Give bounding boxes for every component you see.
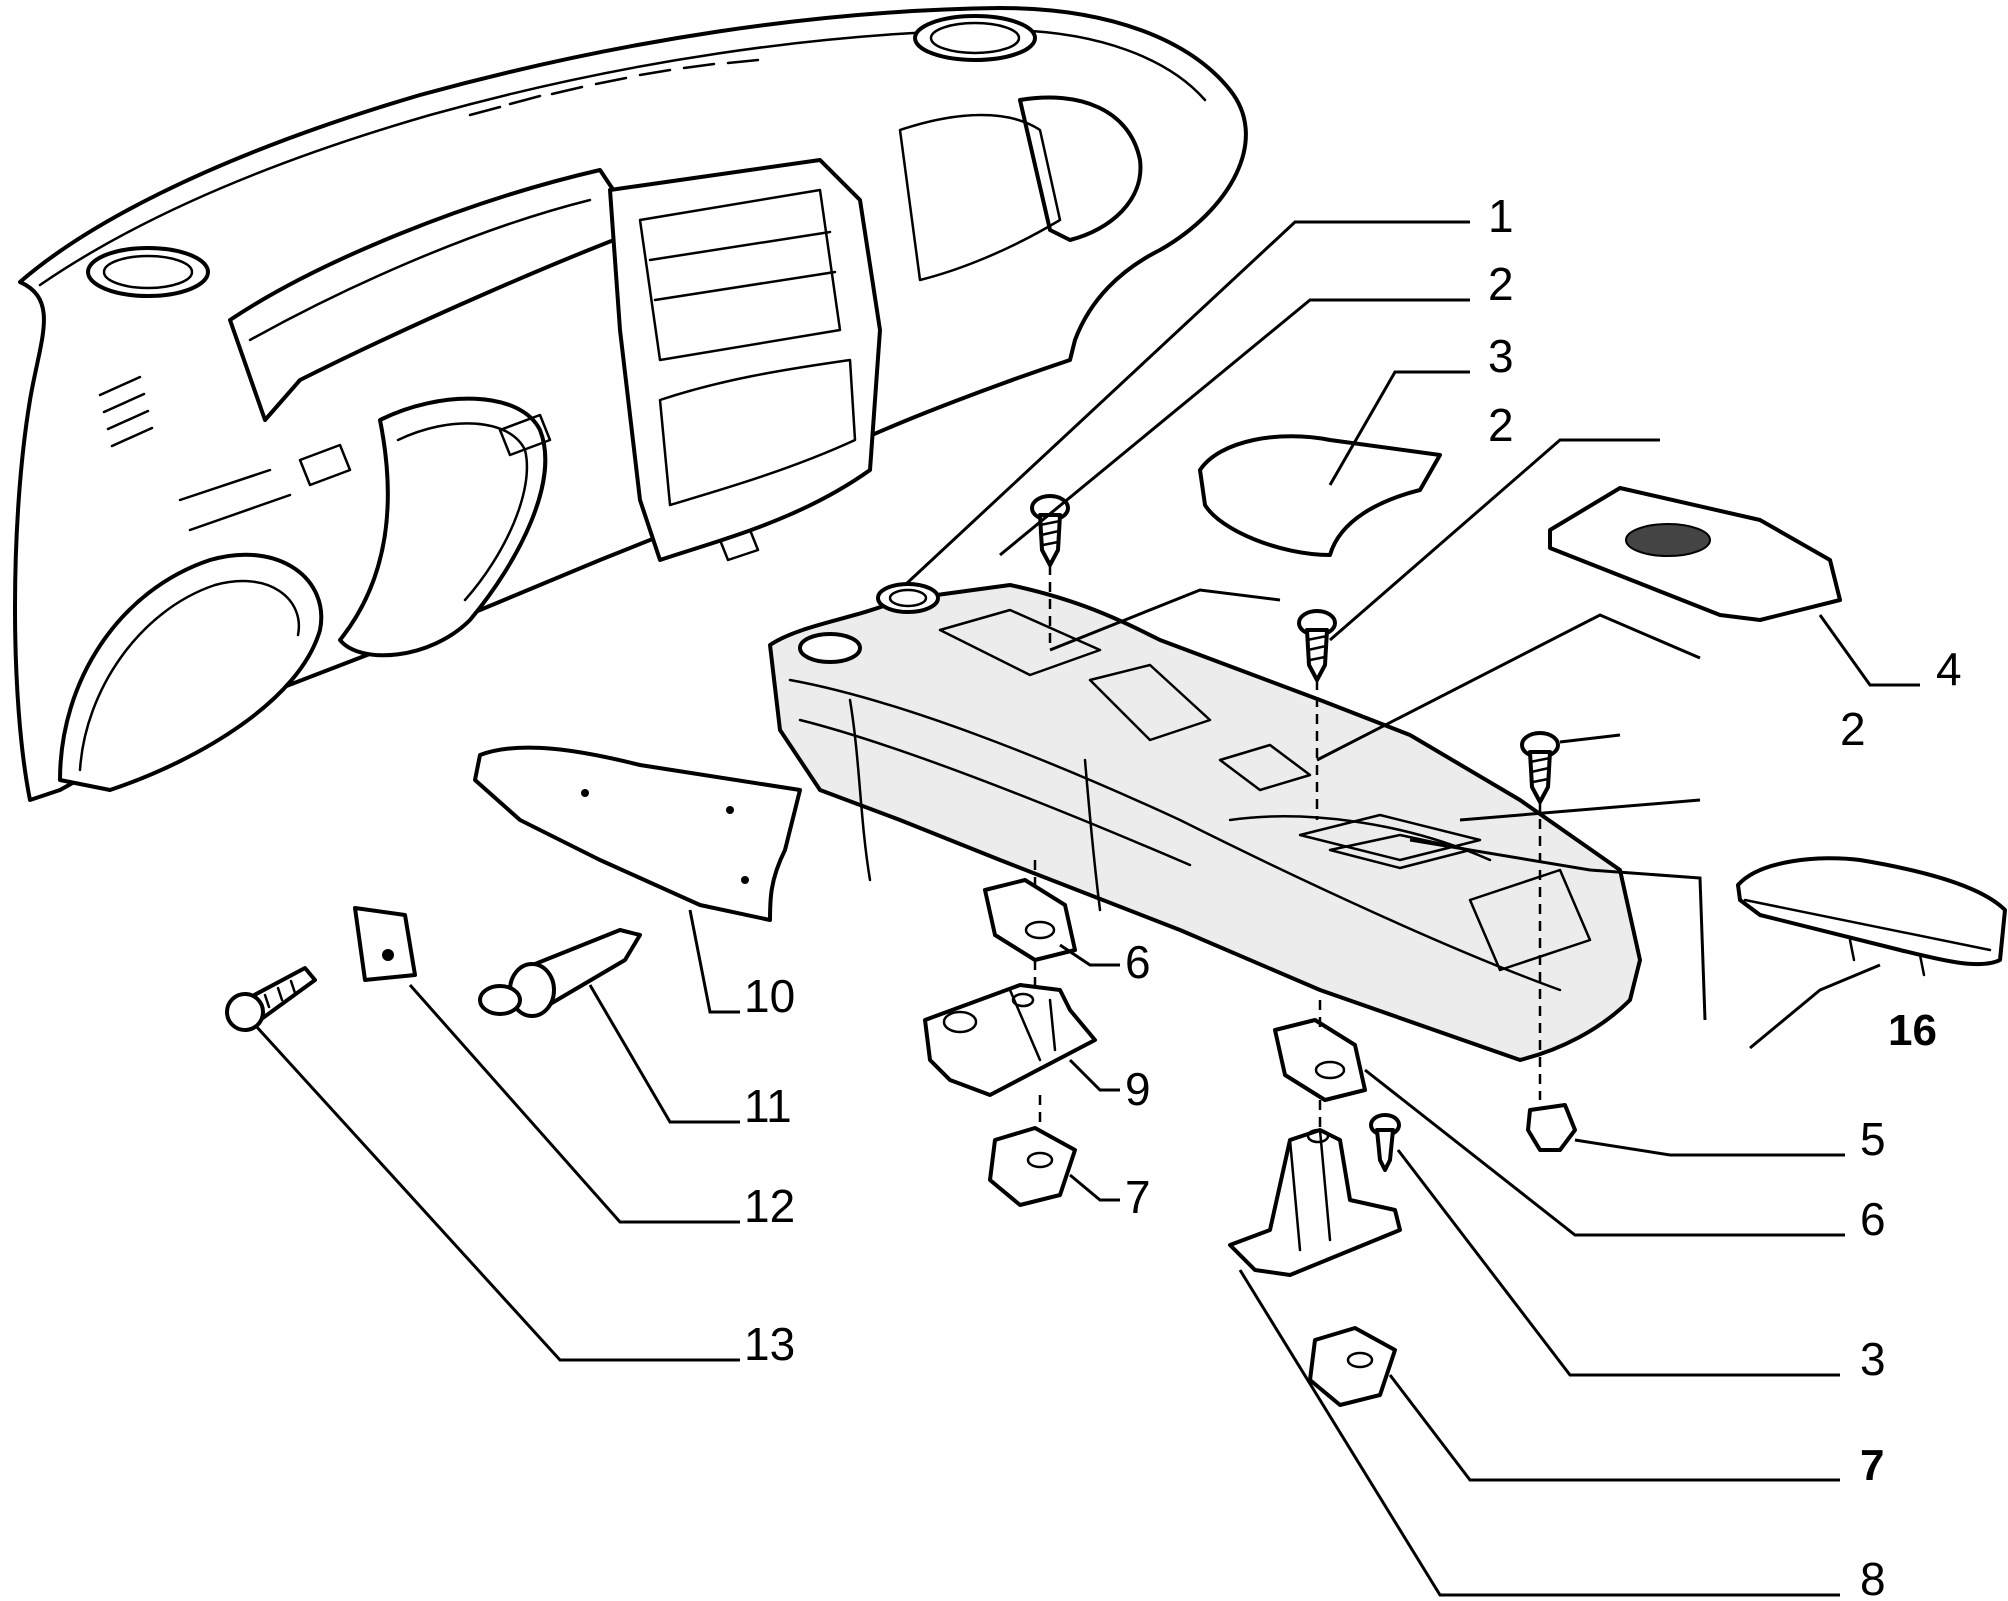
assembly-lines: [1033, 565, 1542, 1130]
trim-panel-4: [1548, 486, 1842, 622]
callout-1: 1: [1488, 190, 1514, 242]
callout-8: 8: [1860, 1553, 1886, 1601]
callout-labels: 1 2 3 2 4 2 16 5 6 3 7 8 6 9 7 10 11 12 …: [744, 190, 1962, 1601]
callout-7a: 7: [1125, 1171, 1151, 1223]
trim-pad-3: [1198, 434, 1442, 557]
lower-left-panel: [58, 552, 324, 792]
callout-10: 10: [744, 970, 795, 1022]
cup-holder-2: [876, 582, 940, 614]
clip-6b: [1273, 1018, 1367, 1102]
callout-2c: 2: [1840, 703, 1866, 755]
callout-11: 11: [744, 1080, 792, 1132]
callout-12: 12: [744, 1180, 795, 1232]
screw-2c: [1520, 731, 1560, 804]
callout-7b: 7: [1860, 1441, 1884, 1490]
callout-6a: 6: [1125, 936, 1151, 988]
callout-6b: 6: [1860, 1193, 1886, 1245]
side-panel-10: [473, 745, 802, 922]
trim-part-16: [1736, 856, 2007, 977]
callout-3a: 3: [1488, 330, 1514, 382]
callout-16: 16: [1888, 1006, 1937, 1055]
callout-9: 9: [1125, 1063, 1151, 1115]
dashboard-panel: [13, 6, 1248, 802]
leader-lines: [253, 220, 1920, 1597]
screw-13: [225, 966, 317, 1032]
screw-2b: [1297, 609, 1337, 682]
callout-2b: 2: [1488, 399, 1514, 451]
callout-5: 5: [1860, 1113, 1886, 1165]
clip-7b: [1308, 1326, 1397, 1407]
push-pin-11: [478, 928, 642, 1018]
clip-5: [1526, 1103, 1577, 1152]
defroster-vents: [468, 58, 760, 117]
clip-7a: [988, 1126, 1077, 1207]
callout-3b: 3: [1860, 1333, 1886, 1385]
center-stack-frame: [608, 158, 882, 562]
glovebox-opening: [338, 396, 548, 658]
callout-4: 4: [1936, 643, 1962, 695]
bracket-8: [1228, 1128, 1402, 1277]
clip-6a: [983, 878, 1077, 962]
callout-2a: 2: [1488, 258, 1514, 310]
screw-2a: [1030, 494, 1070, 567]
clip-12: [353, 906, 417, 982]
screw-3b: [1369, 1113, 1401, 1172]
cup-holder-1: [798, 632, 862, 664]
center-console: [768, 582, 1642, 1062]
callout-13: 13: [744, 1318, 795, 1370]
mount-9: [923, 983, 1097, 1097]
